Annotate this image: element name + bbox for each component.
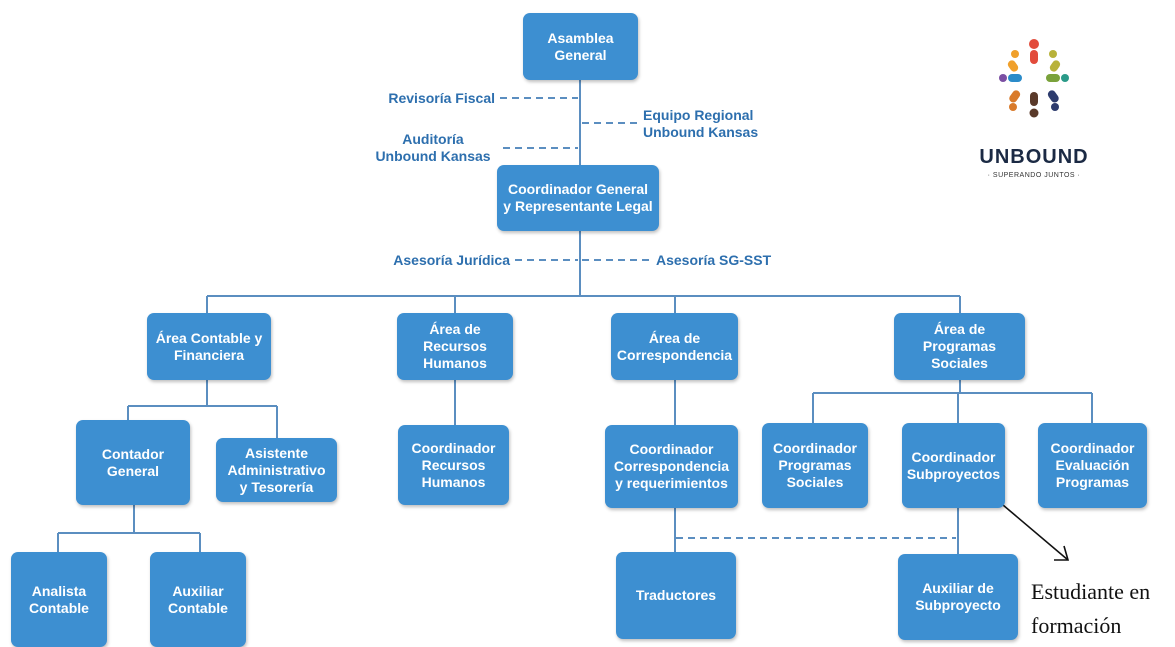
coordinador-programas-node: Coordinador Programas Sociales (762, 423, 868, 508)
coordinador-general-node: Coordinador General y Representante Lega… (497, 165, 659, 231)
auxiliar-subproyecto-node: Auxiliar de Subproyecto (898, 554, 1018, 640)
estudiante-annotation: Estudiante en formación (1031, 579, 1151, 638)
area-correspondencia-node: Área de Correspondencia (611, 313, 738, 380)
asesoria-sgsst-label: Asesoría SG-SST (656, 252, 772, 268)
asesoria-juridica-label: Asesoría Jurídica (393, 252, 510, 268)
equipo-regional-label: Equipo Regional Unbound Kansas (643, 107, 759, 140)
traductores-node: Traductores (616, 552, 736, 639)
auditoria-label: Auditoría Unbound Kansas (375, 131, 491, 164)
coordinador-rrhh-node: Coordinador Recursos Humanos (398, 425, 509, 505)
coordinador-subproyectos-node: Coordinador Subproyectos (902, 423, 1005, 508)
unbound-logo: UNBOUND · SUPERANDO JUNTOS · (975, 36, 1093, 186)
asamblea-general-node: Asamblea General (523, 13, 638, 80)
contador-general-node: Contador General (76, 420, 190, 505)
area-programas-node: Área de Programas Sociales (894, 313, 1025, 380)
analista-contable-node: Analista Contable (11, 552, 107, 647)
auxiliar-contable-node: Auxiliar Contable (150, 552, 246, 647)
asistente-administrativo-node: Asistente Administrativo y Tesorería (216, 438, 337, 502)
area-rrhh-node: Área de Recursos Humanos (397, 313, 513, 380)
coordinador-evaluacion-node: Coordinador Evaluación Programas (1038, 423, 1147, 508)
revisoria-fiscal-label: Revisoría Fiscal (388, 90, 495, 106)
logo-tagline: · SUPERANDO JUNTOS · (987, 172, 1081, 179)
coordinador-correspondencia-node: Coordinador Correspondencia y requerimie… (605, 425, 738, 508)
area-contable-node: Área Contable y Financiera (147, 313, 271, 380)
unbound-logo-mark-icon (999, 39, 1069, 118)
logo-wordmark: UNBOUND (979, 146, 1089, 168)
